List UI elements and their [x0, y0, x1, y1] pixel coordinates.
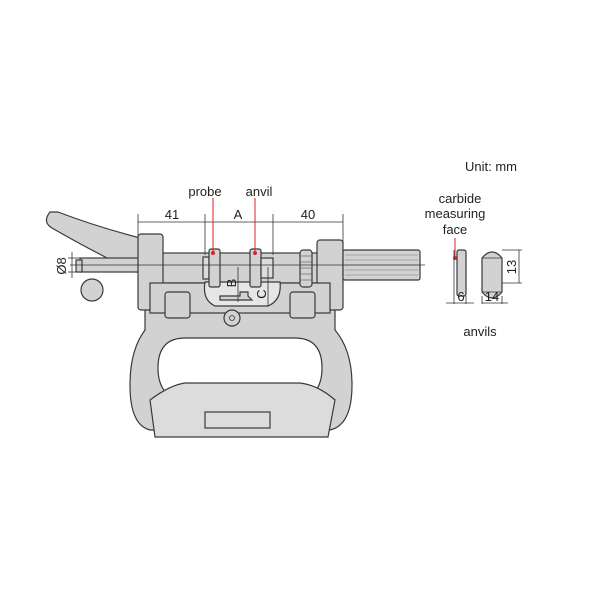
workpiece-stop — [219, 291, 254, 301]
probe-label: probe — [188, 184, 221, 199]
anvil-height: 13 — [504, 260, 519, 274]
left-pad — [164, 291, 191, 319]
adjust-screw — [223, 309, 241, 327]
frame-body — [129, 299, 353, 438]
anvils-caption: anvils — [463, 324, 497, 339]
anvil-holder — [260, 257, 274, 279]
left-rod-nut — [75, 259, 83, 273]
dimension-lines — [68, 214, 344, 306]
center-bar — [149, 252, 321, 284]
anvil-width: 14 — [485, 289, 499, 304]
unit-label: Unit: mm — [465, 159, 517, 174]
adjust-screw-center — [229, 315, 235, 321]
ratchet — [299, 249, 313, 288]
probe — [208, 248, 221, 288]
face-label-line-3: face — [443, 222, 468, 237]
ratchet-knurling — [300, 255, 312, 281]
dim-c: C — [254, 289, 269, 298]
anvil-label: anvil — [246, 184, 273, 199]
dim-b: B — [224, 279, 239, 288]
face-label-line-1: carbide — [439, 191, 482, 206]
anvil-dimension-lines — [446, 249, 522, 304]
right-pad — [289, 291, 316, 319]
dim-right: 40 — [301, 207, 315, 222]
dim-diameter: Ø8 — [54, 257, 69, 274]
anvil-side-view — [456, 249, 467, 297]
anvil-callout-dot — [253, 251, 257, 255]
face-label-line-2: measuring — [425, 206, 486, 221]
anvil-thickness: 6 — [457, 289, 464, 304]
probe-holder — [202, 256, 210, 280]
dim-left: 41 — [165, 207, 179, 222]
dim-center: A — [234, 207, 243, 222]
heat-shield — [149, 382, 336, 438]
knob — [80, 278, 104, 302]
anvil-detail: carbide measuring face 6 14 13 anvils — [425, 191, 522, 339]
label-plate — [204, 411, 271, 429]
probe-callout-dot — [211, 251, 215, 255]
